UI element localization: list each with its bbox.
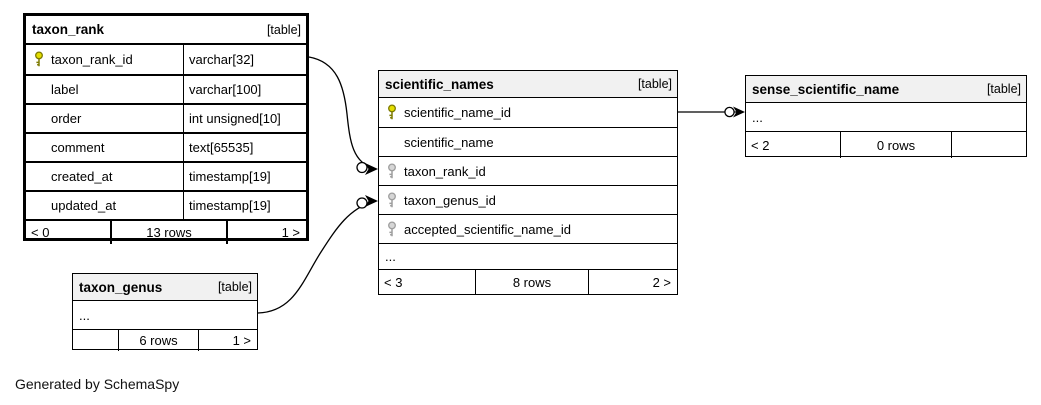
zero-or-one-marker [356,197,368,209]
table-title[interactable]: scientific_names [385,76,494,92]
relationship-taxon-genus-to-scientific-names [257,200,375,314]
table-row: accepted_scientific_name_id [379,214,677,243]
pager-prev: < 3 [384,275,403,290]
column-name: scientific_name [404,134,494,150]
pager-prev [73,330,118,351]
column-type: timestamp[19] [183,163,312,190]
table-header: taxon_genus [table] [73,274,257,301]
column-name: accepted_scientific_name_id [404,221,571,237]
table-type-badge: [table] [266,22,301,37]
table-type-badge: [table] [637,77,672,91]
generated-by-note: Generated by SchemaSpy [15,376,180,392]
row-count: 0 rows [840,132,952,158]
table-row-ellipsis: ... [73,301,257,329]
table-row: comment text[65535] [26,132,306,161]
table-node-scientific-names[interactable]: scientific_names [table] scientific_name… [378,70,678,295]
table-footer: < 0 13 rows 1 > [26,219,306,244]
zero-or-one-marker [724,106,735,118]
table-header: sense_scientific_name [table] [746,76,1026,103]
table-title[interactable]: sense_scientific_name [752,81,900,97]
primary-key-icon [387,104,397,121]
ellipsis-text: ... [385,249,396,264]
foreign-key-icon [387,162,397,180]
table-row: label varchar[100] [26,74,306,103]
column-name: created_at [51,169,113,184]
column-type: text[65535] [183,134,312,161]
column-name: taxon_genus_id [404,192,496,208]
column-name: updated_at [51,198,117,213]
pager-prev: < 0 [31,225,50,240]
table-node-sense-scientific-name[interactable]: sense_scientific_name [table] ... < 2 0 … [745,75,1027,158]
table-row: updated_at timestamp[19] [26,190,306,219]
table-header: taxon_rank [table] [26,16,306,45]
table-title[interactable]: taxon_rank [32,22,105,37]
primary-key-icon [34,51,44,68]
column-name: label [51,82,79,97]
table-row-ellipsis: ... [746,103,1026,131]
table-title[interactable]: taxon_genus [79,279,163,295]
column-type: varchar[100] [183,76,312,103]
ellipsis-text: ... [752,109,763,125]
table-type-badge: [table] [986,82,1021,96]
table-footer: < 3 8 rows 2 > [379,269,677,295]
pager-next: 1 > [281,225,300,240]
foreign-key-icon [387,191,397,209]
column-name: taxon_rank_id [51,52,133,67]
ellipsis-text: ... [79,307,90,323]
arrowhead [365,163,378,175]
pager-next: 2 > [652,275,671,290]
table-footer: 6 rows 1 > [73,329,257,351]
foreign-key-icon [387,220,397,238]
table-footer: < 2 0 rows [746,131,1026,158]
table-node-taxon-genus[interactable]: taxon_genus [table] ... 6 rows 1 > [72,273,258,351]
column-name: taxon_rank_id [404,163,486,179]
pager-next: 1 > [232,333,251,348]
table-row: taxon_rank_id varchar[32] [26,45,306,74]
table-header: scientific_names [table] [379,71,677,98]
pager-next [952,132,1026,158]
column-type: timestamp[19] [183,192,312,219]
row-count: 13 rows [110,221,228,244]
relationship-taxon-rank-to-scientific-names [308,56,375,170]
table-row: scientific_name [379,127,677,156]
arrowhead [733,106,745,118]
zero-or-one-marker [356,161,368,174]
column-name: order [51,111,82,126]
column-name: comment [51,140,105,155]
table-row: scientific_name_id [379,98,677,127]
row-count: 8 rows [475,270,589,295]
table-row-ellipsis: ... [379,243,677,269]
arrowhead [365,195,378,207]
table-type-badge: [table] [217,280,252,294]
table-node-taxon-rank[interactable]: taxon_rank [table] taxon_rank_id varchar… [23,13,309,244]
column-type: int unsigned[10] [183,105,312,132]
column-type: varchar[32] [183,45,312,74]
table-row: taxon_rank_id [379,156,677,185]
table-row: created_at timestamp[19] [26,161,306,190]
column-name: scientific_name_id [404,105,511,120]
table-row: order int unsigned[10] [26,103,306,132]
table-row: taxon_genus_id [379,185,677,214]
row-count: 6 rows [118,330,199,351]
pager-prev: < 2 [751,137,770,153]
